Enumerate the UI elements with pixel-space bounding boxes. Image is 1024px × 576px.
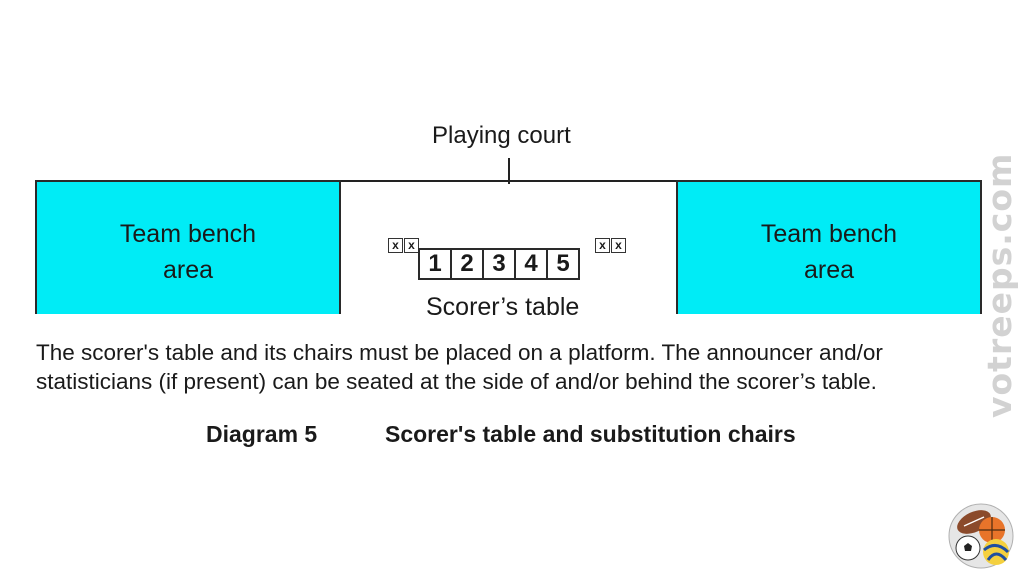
watermark-text: votreeps.com <box>980 152 1019 418</box>
team-bench-area-left: Team bench area <box>35 180 341 314</box>
playing-court-label: Playing court <box>432 122 571 149</box>
diagram-caption: The scorer's table and its chairs must b… <box>36 340 883 394</box>
bench-left-label-line2: area <box>162 256 214 284</box>
scorers-table: 1 2 3 4 5 <box>418 248 580 280</box>
bench-right-label-line2: area <box>803 256 855 284</box>
substitution-chair: x <box>404 238 419 253</box>
table-position-2: 2 <box>450 248 484 280</box>
table-position-5: 5 <box>546 248 580 280</box>
substitution-chair: x <box>388 238 403 253</box>
sports-balls-logo-icon <box>948 503 1014 569</box>
substitution-chair: x <box>611 238 626 253</box>
team-bench-area-right: Team bench area <box>676 180 982 314</box>
playing-court-pointer <box>508 158 510 184</box>
diagram-title: Scorer's table and substitution chairs <box>385 421 796 447</box>
court-boundary-line <box>339 180 678 182</box>
bench-right-label-line1: Team bench <box>760 220 898 248</box>
diagram-number: Diagram 5 <box>206 421 318 447</box>
table-position-1: 1 <box>418 248 452 280</box>
substitution-chair: x <box>595 238 610 253</box>
substitution-chairs-left: x x <box>388 238 420 253</box>
table-position-3: 3 <box>482 248 516 280</box>
table-position-4: 4 <box>514 248 548 280</box>
bench-left-label-line1: Team bench <box>119 220 257 248</box>
substitution-chairs-right: x x <box>595 238 627 253</box>
scorers-table-label: Scorer’s table <box>426 293 580 321</box>
